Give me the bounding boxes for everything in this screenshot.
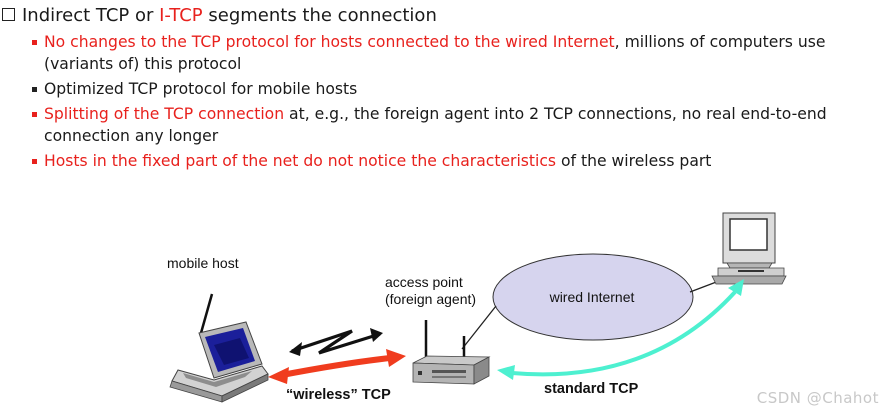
headline-prefix: Indirect TCP or (22, 5, 159, 26)
bullet-item: Optimized TCP protocol for mobile hosts (32, 78, 886, 100)
wireless-tcp-label: “wireless” TCP (286, 387, 391, 403)
slide-text-block: Indirect TCP or I-TCP segments the conne… (2, 4, 886, 175)
bullet-text: of the wireless part (556, 152, 711, 170)
bullet-item: Hosts in the fixed part of the net do no… (32, 150, 886, 172)
bullet-item: No changes to the TCP protocol for hosts… (32, 31, 886, 75)
watermark: CSDN @Chahot (757, 389, 879, 407)
desktop-computer-icon (712, 213, 786, 284)
headline: Indirect TCP or I-TCP segments the conne… (2, 4, 886, 28)
radio-signal-icon (289, 328, 383, 356)
wired-link-line (462, 306, 496, 349)
mobile-host-label: mobile host (167, 255, 239, 271)
bullet-red-text: Hosts in the fixed part of the net do no… (44, 152, 556, 170)
standard-tcp-label: standard TCP (544, 381, 639, 397)
wired-internet-cloud-icon (493, 254, 693, 340)
checkbox-bullet-icon (2, 8, 15, 21)
access-point-label: access point (385, 274, 463, 290)
wired-link-line (690, 273, 740, 292)
wired-internet-label: wired Internet (549, 289, 635, 305)
square-bullet-icon (32, 112, 37, 117)
headline-suffix: segments the connection (203, 5, 437, 26)
square-bullet-icon (32, 87, 37, 92)
laptop-icon (170, 294, 268, 402)
bullet-list: No changes to the TCP protocol for hosts… (2, 31, 886, 172)
foreign-agent-label: (foreign agent) (385, 291, 476, 307)
square-bullet-icon (32, 159, 37, 164)
headline-highlight: I-TCP (159, 5, 203, 26)
standard-tcp-arrow (497, 279, 744, 380)
bullet-red-text: No changes to the TCP protocol for hosts… (44, 33, 615, 51)
wireless-tcp-arrow (268, 349, 406, 384)
bullet-red-text: Splitting of the TCP connection (44, 105, 284, 123)
square-bullet-icon (32, 40, 37, 45)
bullet-item: Splitting of the TCP connection at, e.g.… (32, 103, 886, 147)
bullet-text: Optimized TCP protocol for mobile hosts (44, 80, 357, 98)
access-point-router-icon (413, 320, 489, 384)
